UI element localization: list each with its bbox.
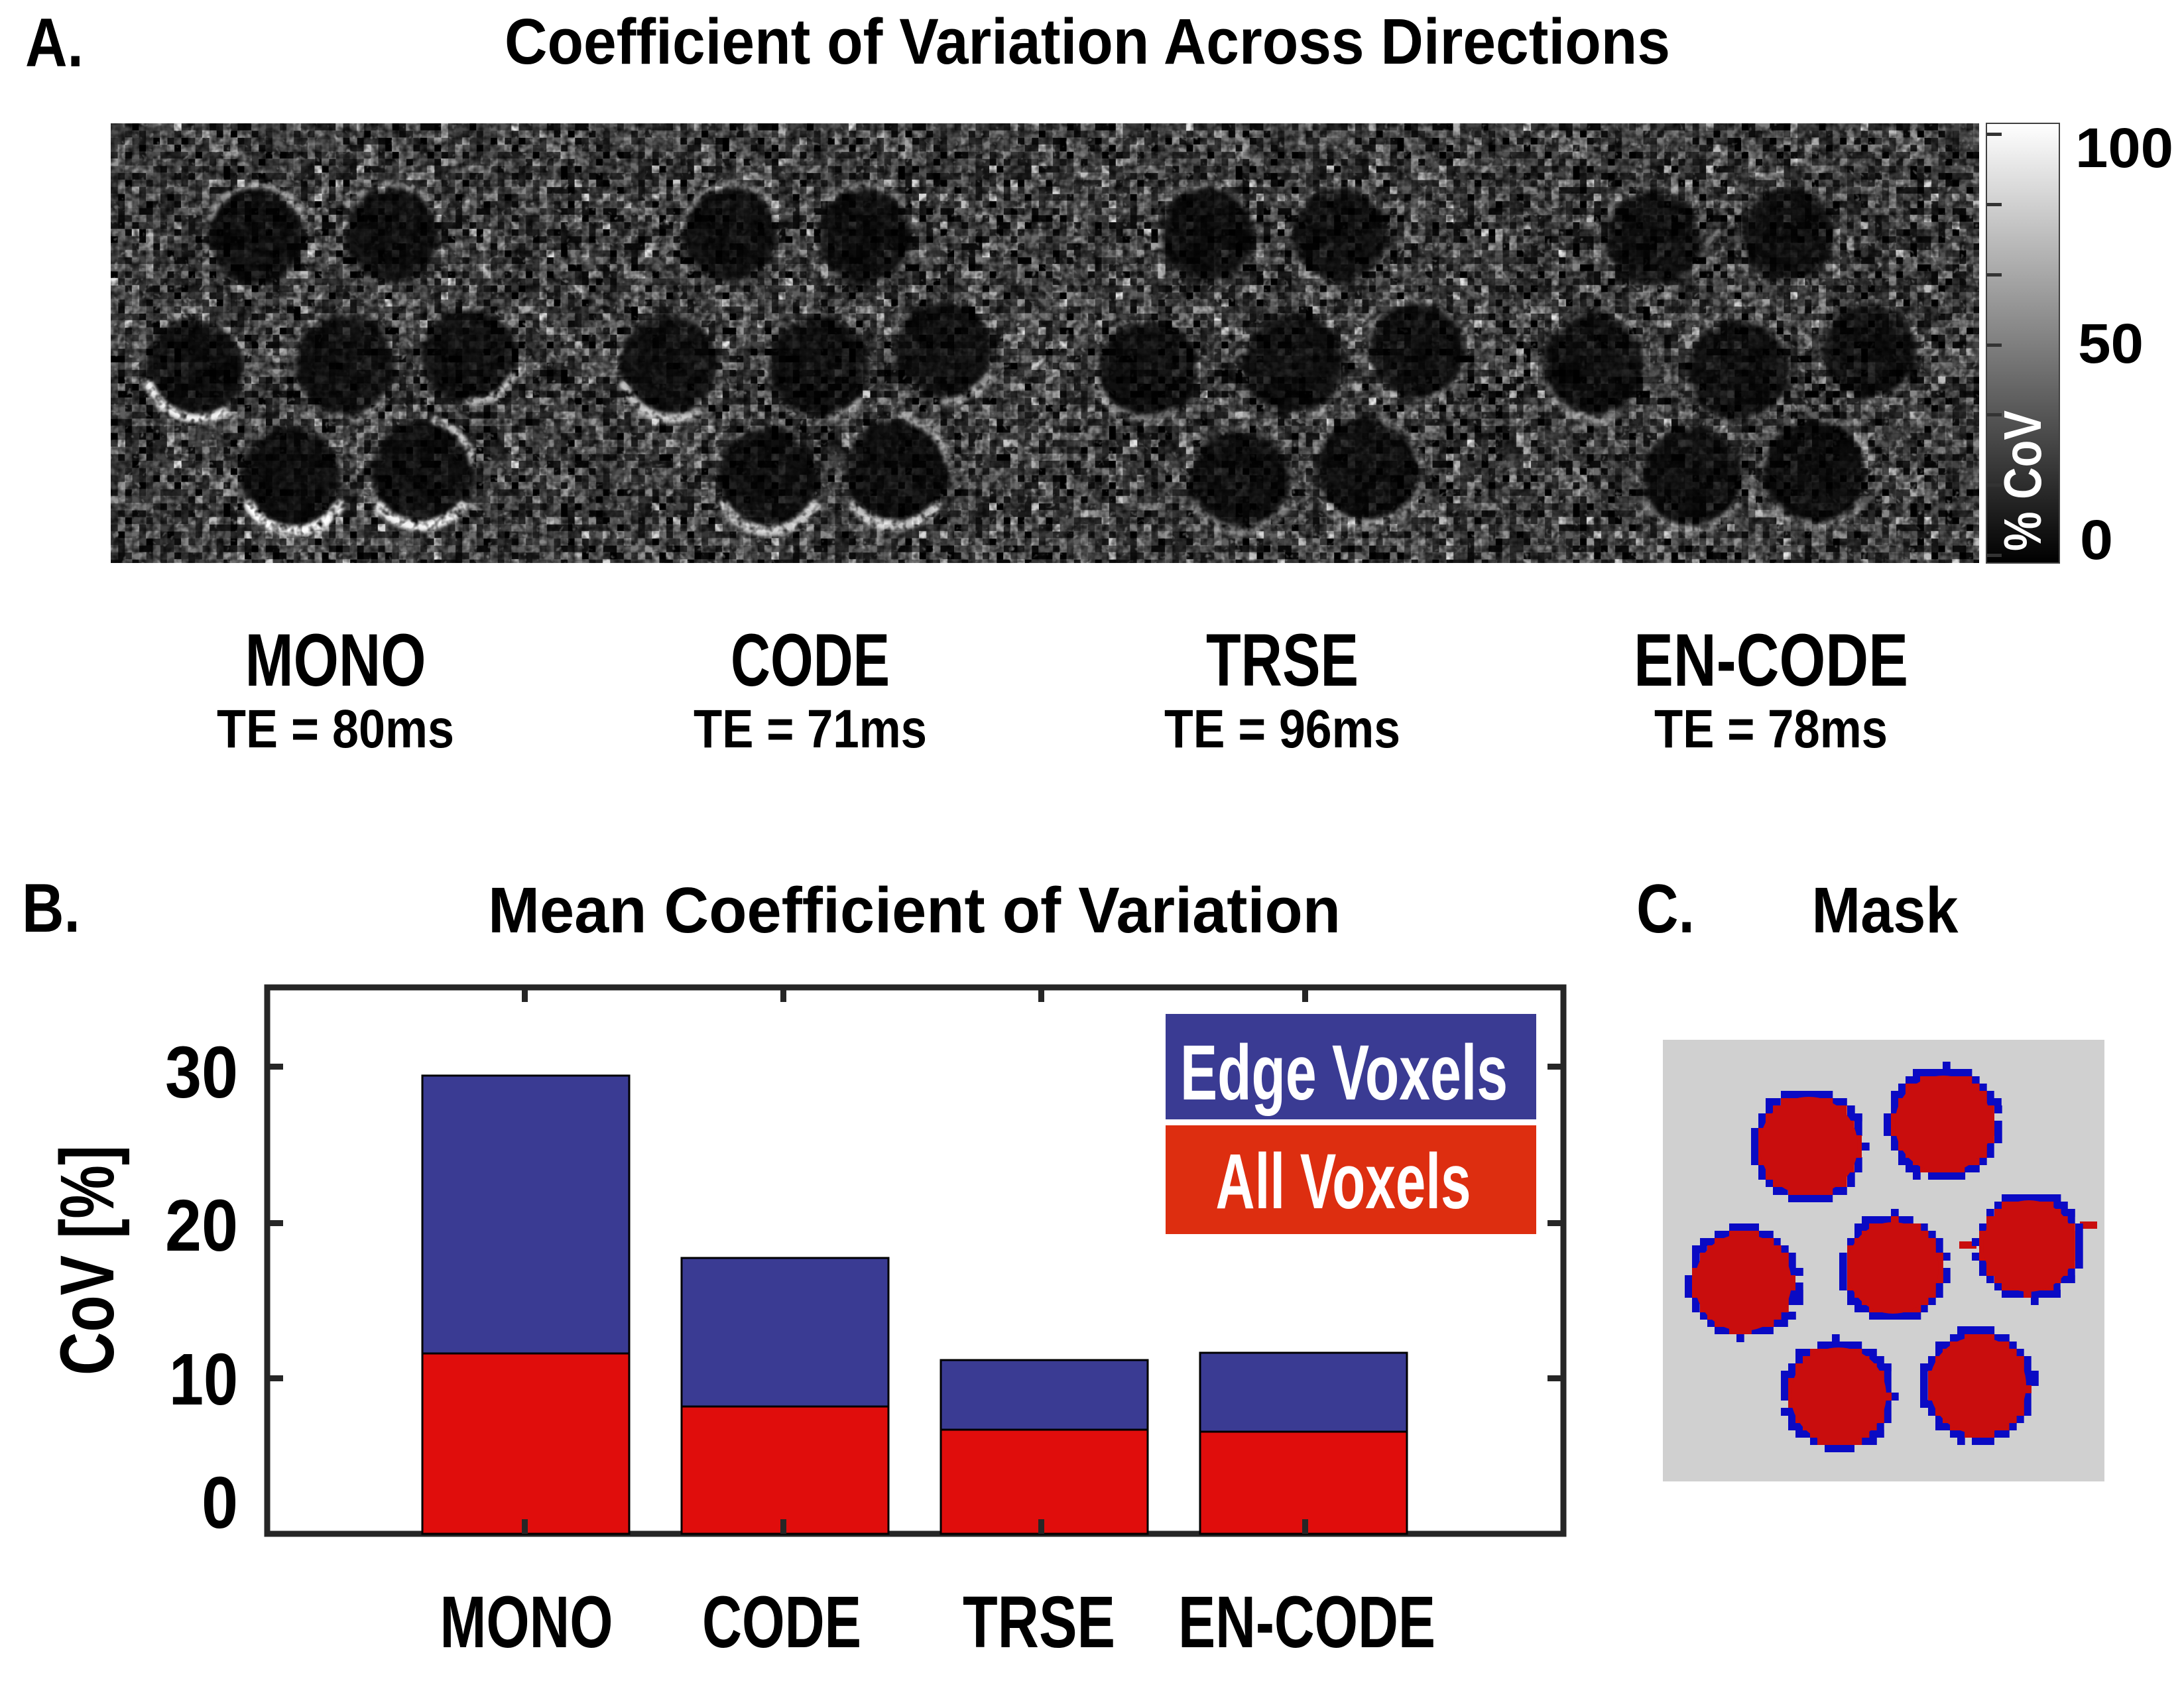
svg-text:Edge Voxels: Edge Voxels [1180, 1029, 1508, 1117]
svg-text:% CoV: % CoV [1993, 410, 2052, 551]
svg-text:CODE: CODE [702, 1582, 861, 1663]
svg-text:TE = 96ms: TE = 96ms [1164, 699, 1400, 759]
svg-text:10: 10 [169, 1339, 238, 1420]
svg-text:All Voxels: All Voxels [1216, 1138, 1471, 1225]
svg-text:0: 0 [2080, 509, 2113, 571]
svg-text:CoV [%]: CoV [%] [45, 1145, 130, 1375]
svg-text:C.: C. [1636, 871, 1695, 948]
svg-text:MONO: MONO [245, 619, 426, 702]
svg-text:Mean Coefficient of Variation: Mean Coefficient of Variation [488, 874, 1341, 946]
svg-text:TE = 71ms: TE = 71ms [694, 699, 927, 759]
svg-text:TE = 78ms: TE = 78ms [1654, 699, 1888, 759]
svg-text:Coefficient of Variation Acros: Coefficient of Variation Across Directio… [505, 5, 1670, 78]
svg-text:30: 30 [165, 1032, 238, 1113]
svg-text:EN-CODE: EN-CODE [1634, 619, 1908, 702]
svg-text:0: 0 [202, 1462, 238, 1544]
svg-text:A.: A. [25, 5, 84, 82]
svg-text:B.: B. [22, 870, 80, 947]
svg-text:20: 20 [165, 1185, 238, 1267]
svg-text:50: 50 [2078, 312, 2144, 375]
svg-text:TRSE: TRSE [963, 1582, 1115, 1663]
svg-text:Mask: Mask [1812, 874, 1959, 946]
svg-text:100: 100 [2075, 117, 2173, 179]
svg-text:MONO: MONO [440, 1582, 613, 1663]
svg-text:TRSE: TRSE [1206, 619, 1359, 702]
svg-text:EN-CODE: EN-CODE [1178, 1582, 1435, 1663]
svg-text:CODE: CODE [731, 619, 890, 702]
svg-text:TE = 80ms: TE = 80ms [217, 699, 454, 759]
